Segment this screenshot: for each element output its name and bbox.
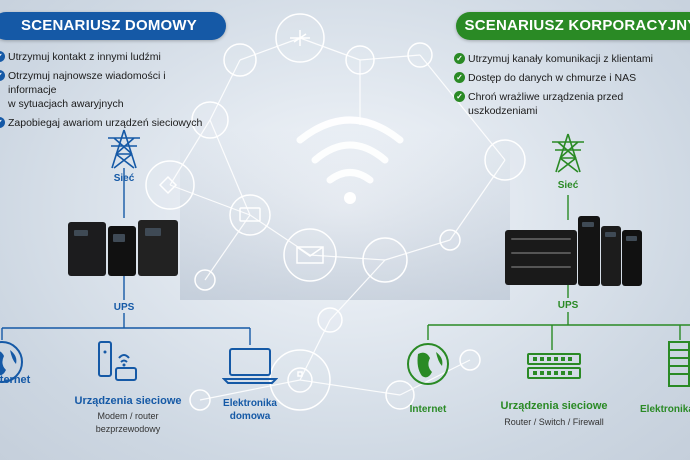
corp-network-devices-title: Urządzenia sieciowe [500,400,608,412]
home-network-devices-title: Urządzenia sieciowe [74,395,182,407]
ups-tower-unit [601,226,621,286]
transmission-tower-icon [552,133,584,173]
corp-benefits-list: ✓Utrzymuj kanały komunikacji z klientami… [454,52,690,123]
home-network-devices-sub1: Modem / router [97,411,159,421]
ups-unit [138,220,178,276]
list-item-continuation: w sytuacjach awaryjnych [8,98,124,110]
home-ups-label: UPS [113,302,135,313]
corp-network-devices-sub: Router / Switch / Firewall [504,417,604,427]
corp-electronics-label: Elektronika [640,404,690,415]
globe-icon [407,343,449,385]
list-item: ✓Dostęp do danych w chmurze i NAS [454,71,690,85]
corp-internet-label: Internet [409,404,447,415]
home-grid-label: Sieć [113,173,135,184]
ups-unit [68,222,106,276]
home-benefits-list: ✓Utrzymuj kontakt z innymi ludźmi ✓Otrzy… [0,50,204,135]
globe-icon [0,341,23,383]
list-item: ✓Chroń wrażliwe urządzenia przed uszkodz… [454,90,690,118]
check-icon: ✓ [454,53,465,64]
check-icon: ✓ [0,51,5,62]
list-item: ✓Utrzymuj kontakt z innymi ludźmi [0,50,204,64]
corp-ups-label: UPS [557,300,579,311]
city-backdrop [180,130,510,300]
ups-unit [108,226,136,276]
check-icon: ✓ [0,117,5,128]
corp-scenario-title: SCENARIUSZ KORPORACYJNY [456,12,690,40]
server-rack-icon [668,341,690,387]
check-icon: ✓ [454,91,465,102]
router-icon [98,341,137,381]
home-scenario-title: SCENARIUSZ DOMOWY [0,12,226,40]
laptop-icon [222,348,278,384]
home-electronics-label-2: domowa [229,411,271,422]
ups-rack-unit [505,230,577,285]
home-network-devices-sub2: bezprzewodowy [95,424,161,434]
corp-grid-label: Sieć [557,180,579,191]
network-switch-icon [527,353,581,379]
transmission-tower-icon [108,129,140,169]
ups-tower-unit [622,230,642,286]
list-item: ✓Otrzymuj najnowsze wiadomości i informa… [0,69,204,97]
check-icon: ✓ [0,70,5,81]
list-item: ✓Zapobiegaj awariom urządzeń sieciowych [0,116,204,130]
home-internet-label: Internet [0,374,31,386]
list-item: ✓Utrzymuj kanały komunikacji z klientami [454,52,690,66]
ups-tower-unit [578,216,600,286]
check-icon: ✓ [454,72,465,83]
home-electronics-label-1: Elektronika [223,398,277,409]
